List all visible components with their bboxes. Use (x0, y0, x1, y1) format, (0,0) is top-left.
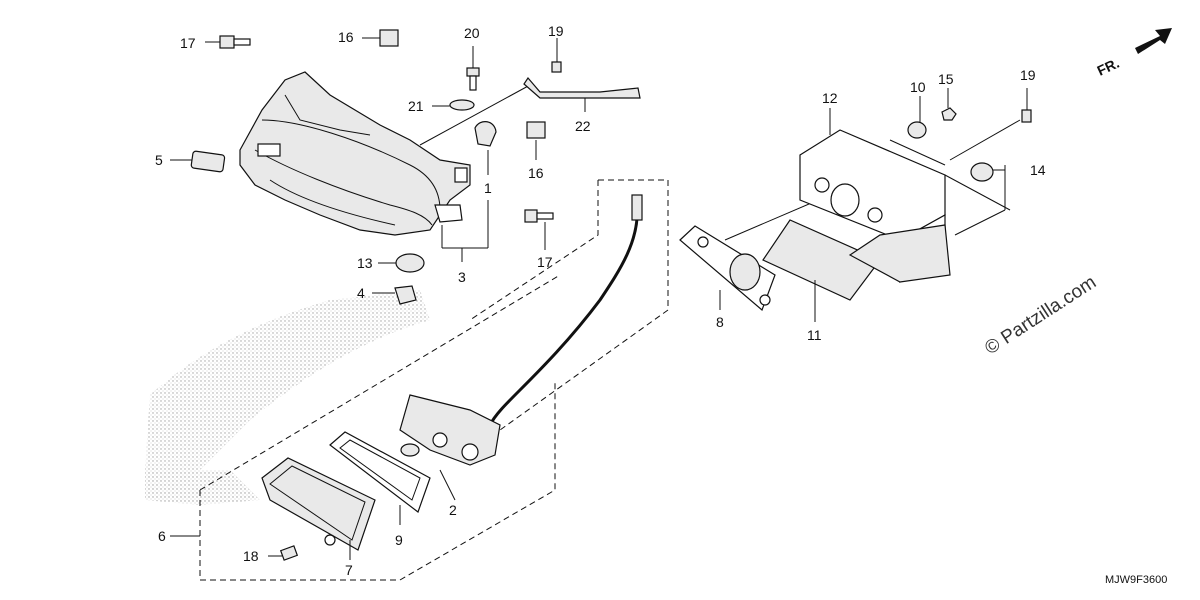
assembly-outline-harness (499, 179, 669, 431)
part-19-screw-right (1021, 88, 1032, 123)
part-12-housing (799, 108, 951, 283)
callout-8: 8 (716, 314, 724, 330)
callout-19-top: 19 (548, 23, 564, 39)
callout-15: 15 (938, 71, 954, 87)
front-direction-arrow: FR. (1095, 28, 1172, 79)
part-15-nut (941, 88, 957, 121)
part-5-pad (190, 150, 226, 173)
part-2-license-light (399, 394, 501, 501)
part-10-collar (907, 96, 927, 139)
callout-4: 4 (357, 285, 365, 301)
shading-area-lower (145, 470, 260, 505)
callout-1: 1 (484, 180, 492, 196)
callout-6: 6 (158, 528, 166, 544)
callout-16-mid: 16 (528, 165, 544, 181)
callout-7: 7 (345, 562, 353, 578)
callout-11: 11 (807, 327, 822, 343)
callout-21: 21 (408, 98, 424, 114)
callout-22: 22 (575, 118, 591, 134)
callout-20: 20 (464, 25, 480, 41)
part-17-bolt-mid (524, 209, 554, 250)
part-1-bulb (474, 121, 497, 147)
callout-3: 3 (458, 269, 466, 285)
part-14-grommet (970, 162, 994, 182)
part-8-plate (679, 225, 776, 312)
diagram-code: MJW9F3600 (1105, 574, 1167, 586)
shading-area (145, 290, 430, 470)
part-4-socket (394, 285, 417, 305)
part-21-washer (449, 99, 475, 111)
callout-5: 5 (155, 152, 163, 168)
callout-13: 13 (357, 255, 373, 271)
part-9-gasket (329, 431, 431, 525)
callout-17-top: 17 (180, 35, 196, 51)
callout-18: 18 (243, 548, 259, 564)
part-22-bracket (523, 77, 641, 112)
callout-2: 2 (449, 502, 457, 518)
watermark: © Partzilla.com (981, 272, 1100, 359)
callout-10: 10 (910, 79, 926, 95)
callout-12: 12 (822, 90, 838, 106)
callout-14: 14 (1030, 162, 1046, 178)
part-20-screw (466, 46, 480, 91)
part-13-grommet (395, 253, 425, 273)
part-11-reflector (762, 219, 881, 322)
callout-9: 9 (395, 532, 403, 548)
part-18-screw (268, 545, 299, 561)
callout-16-top: 16 (338, 29, 354, 45)
part-16-clip-top (362, 29, 399, 47)
part-7-lens (261, 457, 376, 551)
taillight-assembly (239, 71, 471, 236)
part-19-screw-top (551, 38, 562, 73)
callout-19-right: 19 (1020, 67, 1036, 83)
direction-label: FR. (1095, 55, 1122, 79)
part-17-bolt-top (205, 35, 251, 49)
callout-17-mid: 17 (537, 254, 553, 270)
wire-harness (488, 204, 639, 426)
part-16-nut-mid (526, 121, 546, 160)
